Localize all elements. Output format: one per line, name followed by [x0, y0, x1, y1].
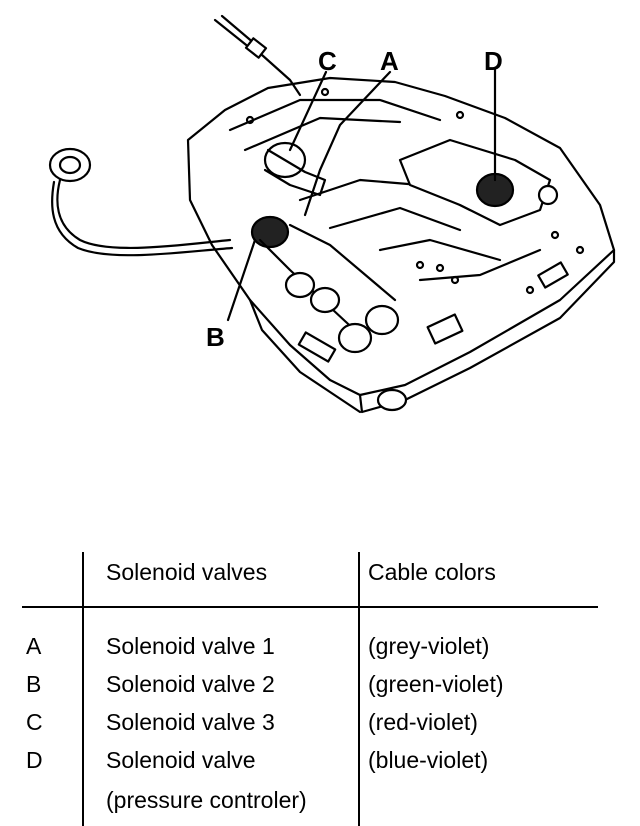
row-b-key: B — [26, 671, 42, 697]
table-divider-left — [82, 552, 84, 826]
row-a-valve: Solenoid valve 1 — [106, 633, 275, 659]
row-b-valve: Solenoid valve 2 — [106, 671, 275, 697]
valve-body-illustration: C A D B — [48, 14, 616, 414]
callout-b: B — [206, 322, 225, 352]
header-solenoid-valves: Solenoid valves — [106, 559, 268, 585]
callout-c: C — [318, 46, 337, 76]
row-d-valve-note: (pressure controler) — [106, 787, 307, 813]
table-divider-right — [358, 552, 360, 826]
row-c-color: (red-violet) — [368, 709, 478, 735]
row-d-key: D — [26, 747, 43, 773]
row-a-color: (grey-violet) — [368, 633, 490, 659]
callout-a: A — [380, 46, 399, 76]
row-d-valve: Solenoid valve — [106, 747, 256, 773]
callout-d: D — [484, 46, 503, 76]
row-d-color: (blue-violet) — [368, 747, 489, 773]
row-c-key: C — [26, 709, 43, 735]
row-b-color: (green-violet) — [368, 671, 504, 697]
table-header-rule — [22, 606, 598, 608]
header-cable-colors: Cable colors — [368, 559, 496, 585]
legend-table: Solenoid valves Cable colors A Solenoid … — [0, 540, 640, 826]
row-c-valve: Solenoid valve 3 — [106, 709, 275, 735]
row-a-key: A — [26, 633, 42, 659]
